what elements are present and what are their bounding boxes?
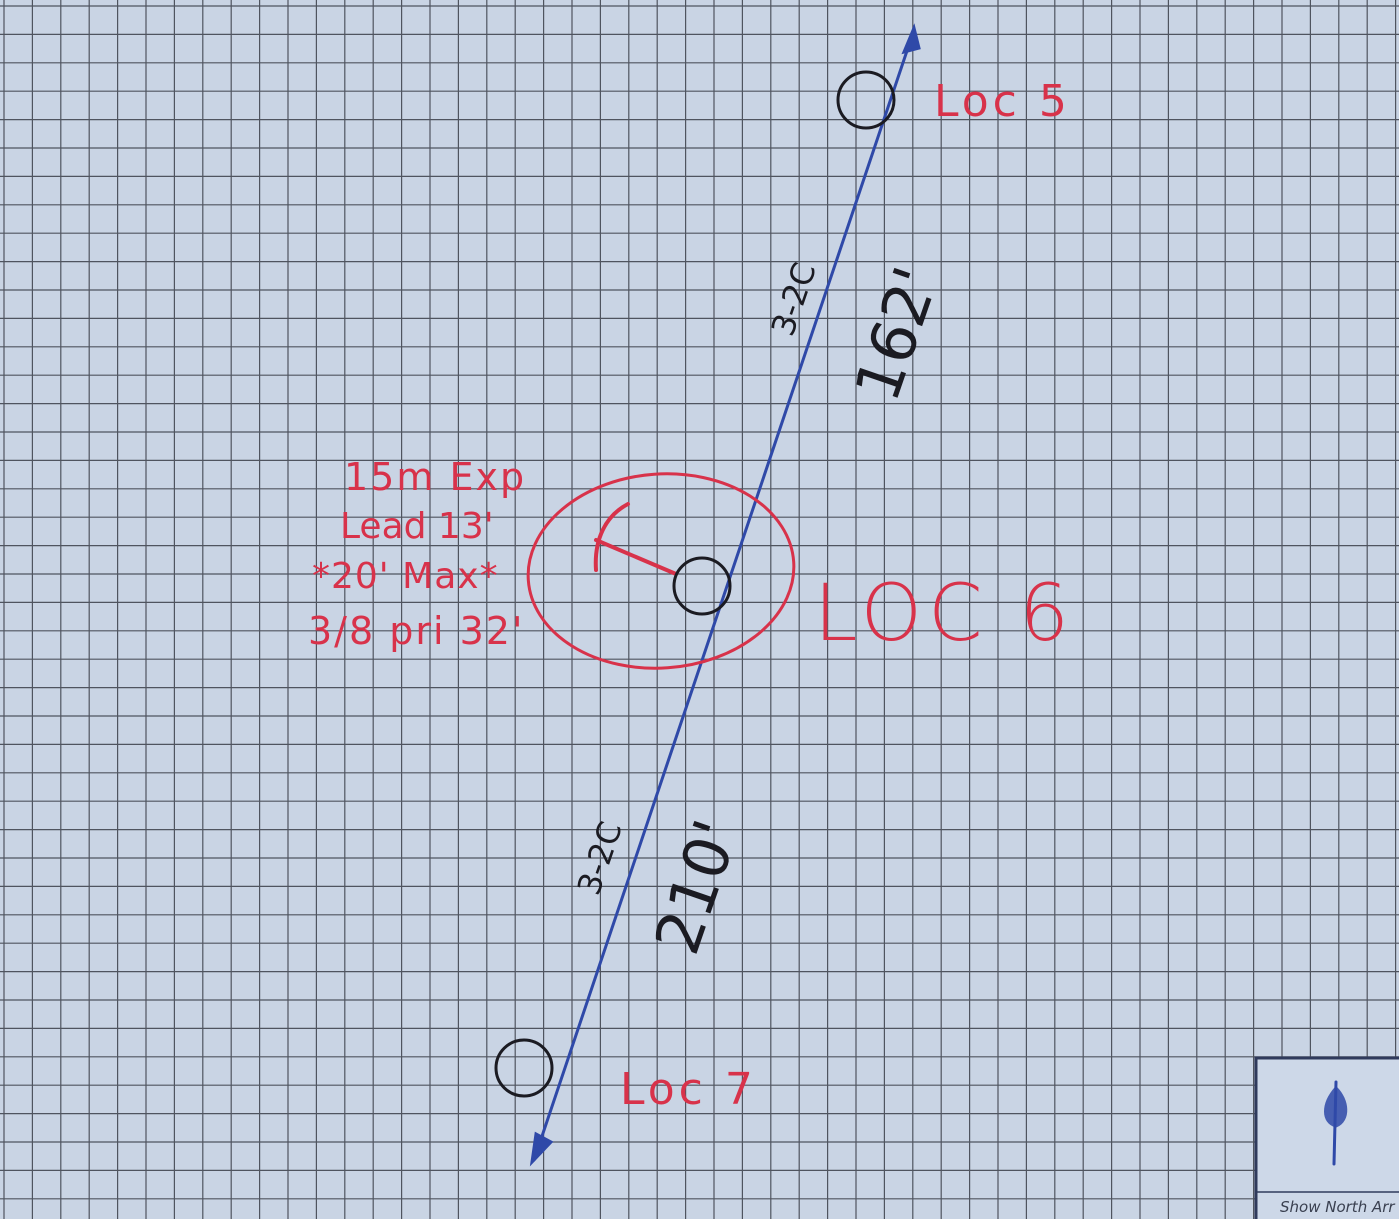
- north-arrow-frame: [1254, 1056, 1399, 1219]
- loc7-circle: [494, 1038, 554, 1098]
- loc6-label: LOC 6: [814, 569, 1075, 659]
- north-arrow-caption: Show North Arr: [1280, 1198, 1395, 1216]
- note-line: 3/8 pri 32': [308, 609, 524, 653]
- north-arrow-icon: [1324, 1080, 1348, 1166]
- loc5-marker: Loc 5: [836, 70, 1071, 130]
- arrow-head-bottom-icon: [529, 1131, 554, 1167]
- loc7-label: Loc 7: [620, 1064, 757, 1115]
- arrow-head-top-icon: [901, 23, 921, 55]
- loc5-circle: [836, 70, 896, 130]
- service-drop-line: [594, 538, 678, 576]
- note-line: 15m Exp: [344, 455, 526, 499]
- loc6-highlight-ellipse: [526, 472, 796, 670]
- loc7-marker: Loc 7: [494, 1038, 757, 1115]
- notes-block: 15m Exp Lead 13' *20' Max* 3/8 pri 32': [308, 455, 526, 653]
- feeder-line: [529, 23, 921, 1167]
- loc6-circle: [672, 556, 732, 616]
- loc5-label: Loc 5: [934, 76, 1071, 127]
- loc6-marker: LOC 6: [526, 472, 1075, 670]
- service-drop-arc: [593, 502, 630, 572]
- feeder-line-path: [532, 28, 916, 1162]
- note-line: *20' Max*: [312, 556, 499, 597]
- note-line: Lead 13': [340, 506, 494, 547]
- north-arrow-box: Show North Arr: [1254, 1056, 1399, 1219]
